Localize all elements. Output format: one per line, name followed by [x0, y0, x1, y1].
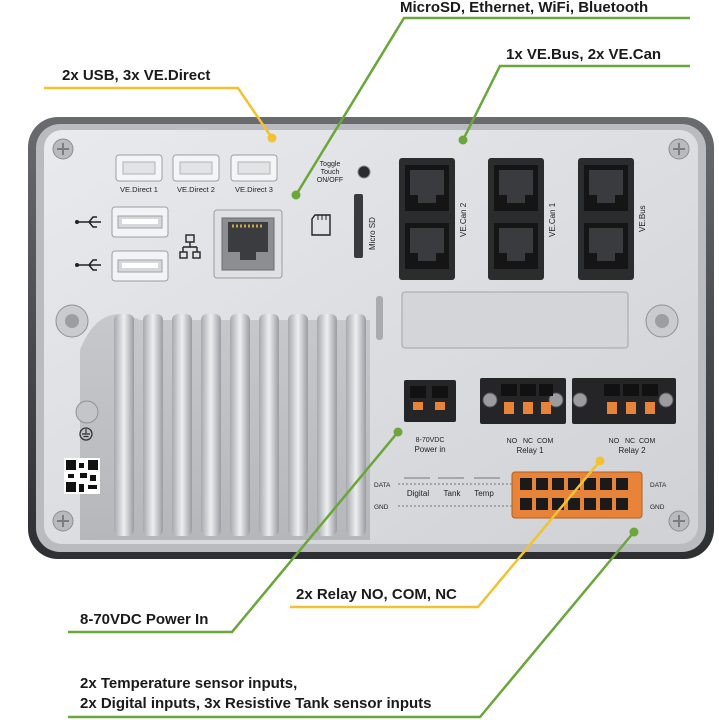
ground-icon: [75, 400, 99, 441]
relay2-label: Relay 2: [618, 446, 646, 455]
callout-sensors-line1: 2x Temperature sensor inputs,: [80, 675, 298, 692]
network-icon: [179, 234, 201, 259]
leader-line-power: [68, 431, 399, 634]
heatsink-fins: [114, 314, 366, 536]
usb-icon: [75, 259, 101, 271]
vedirect-port-1: VE.Direct 1: [115, 154, 163, 194]
vedirect-2-label: VE.Direct 2: [177, 185, 215, 194]
leader-dot-power: [393, 427, 403, 437]
leader-line-relay: [290, 460, 601, 609]
gnd-label-left: GND: [374, 504, 389, 511]
callout-usb-vedirect: 2x USB, 3x VE.Direct: [62, 67, 211, 84]
leader-dot-relay: [595, 456, 605, 466]
toggle-label-2: Touch: [321, 169, 340, 176]
vedirect-port-3: VE.Direct 3: [230, 154, 278, 194]
digital-label: Digital: [407, 489, 429, 498]
temp-label: Temp: [474, 489, 494, 498]
tank-label: Tank: [444, 489, 462, 498]
screw-icon: [52, 510, 74, 532]
screw-icon: [52, 138, 74, 160]
data-label-right: DATA: [650, 482, 667, 489]
usb-port-1: [111, 206, 169, 238]
callout-sensors-line2: 2x Digital inputs, 3x Resistive Tank sen…: [80, 695, 432, 712]
vedirect-1-label: VE.Direct 1: [120, 185, 158, 194]
gnd-label-right: GND: [650, 504, 665, 511]
panel-slot: [376, 296, 383, 340]
mounting-lug-icon: [55, 304, 89, 338]
usb-port-2: [111, 250, 169, 282]
screw-icon: [668, 138, 690, 160]
mounting-lug-icon: [645, 304, 679, 338]
relay1-label: Relay 1: [516, 446, 544, 455]
callout-vebus-vecan: 1x VE.Bus, 2x VE.Can: [506, 46, 662, 63]
power-in-label: Power in: [414, 445, 445, 454]
vedirect-3-label: VE.Direct 3: [235, 185, 273, 194]
relay2-connector: [572, 378, 676, 424]
vecan2-ports: [399, 158, 455, 280]
leader-dot-sensors: [629, 527, 639, 537]
leader-line-sensors: [68, 531, 635, 719]
usb-icon: [75, 216, 101, 228]
vecan2-label: VE.Can 2: [459, 202, 468, 237]
toggle-label-3: ON/OFF: [317, 177, 343, 184]
vebus-label: VE.Bus: [638, 205, 647, 232]
vebus-ports: [578, 158, 634, 280]
leader-dot-microsd: [291, 190, 301, 200]
sensor-terminal-block: [511, 471, 643, 519]
vecan1-label: VE.Can 1: [548, 202, 557, 237]
callout-power-in: 8-70VDC Power In: [80, 611, 209, 628]
power-connector: [404, 380, 456, 422]
microsd-label: Micro SD: [368, 217, 377, 250]
leader-dot-vebus: [458, 135, 468, 145]
relay1-connector: [480, 378, 566, 424]
screw-icon: [668, 510, 690, 532]
leader-dot-usb: [267, 133, 277, 143]
relay2-terminals-label: NO NC COM: [609, 438, 656, 445]
cover-plate: [401, 291, 629, 349]
touch-toggle-button[interactable]: [357, 165, 371, 179]
toggle-label-1: Toggle: [320, 161, 341, 168]
data-label-left: DATA: [374, 482, 391, 489]
vedirect-port-2: VE.Direct 2: [172, 154, 220, 194]
ethernet-port: [213, 209, 283, 279]
microsd-icon: [311, 214, 331, 236]
callout-relay: 2x Relay NO, COM, NC: [296, 586, 457, 603]
qr-code-icon: [64, 458, 100, 494]
callout-microsd-ethernet: MicroSD, Ethernet, WiFi, Bluetooth: [400, 0, 649, 16]
microsd-slot: [354, 194, 363, 258]
power-voltage-label: 8-70VDC: [416, 437, 445, 444]
leader-line-vebus: [461, 64, 690, 141]
relay1-terminals-label: NO NC COM: [507, 438, 554, 445]
leader-line-microsd: [294, 16, 690, 196]
vecan1-ports: [488, 158, 544, 280]
leader-line-usb: [44, 86, 274, 139]
